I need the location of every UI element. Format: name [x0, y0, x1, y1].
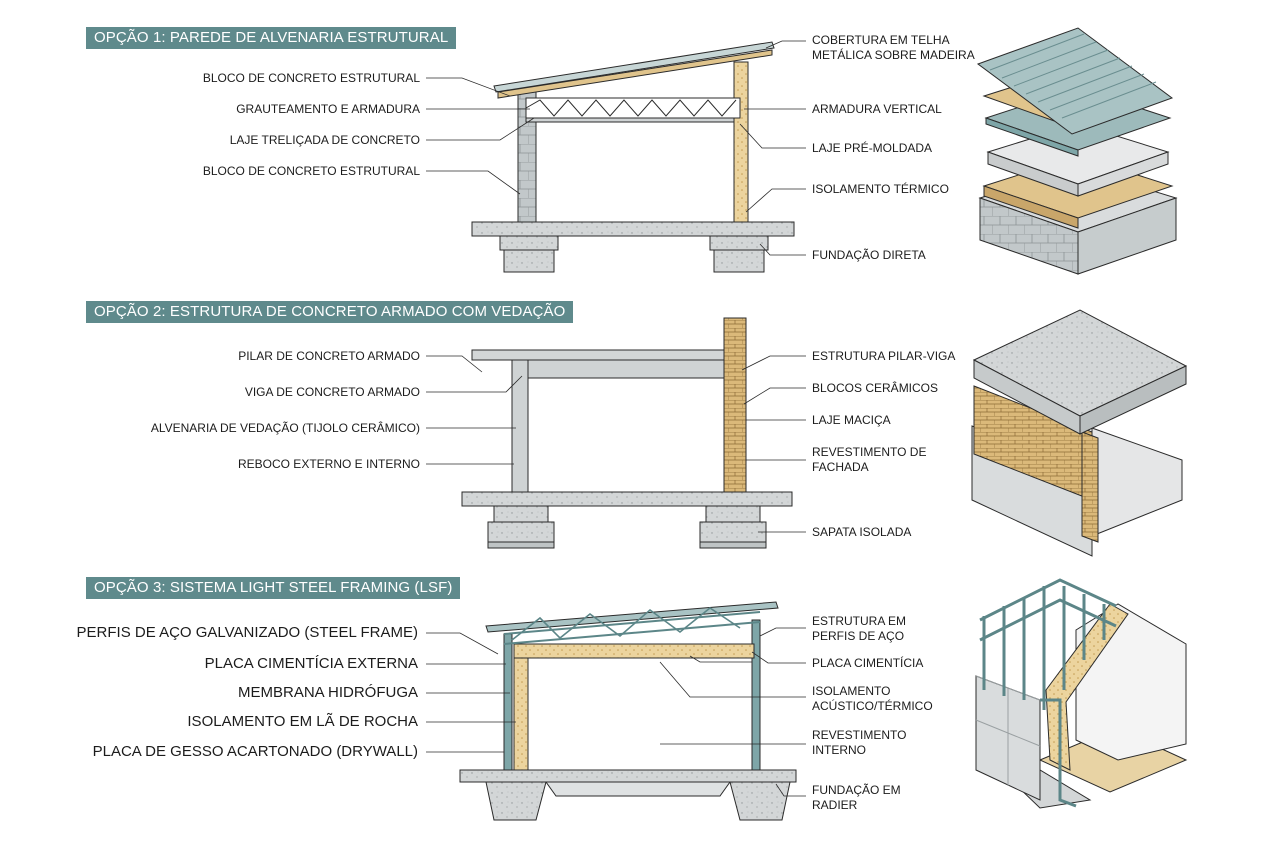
s2-footing-left [487, 521, 555, 543]
s2-right-label-2: BLOCOS CERÂMICOS [812, 381, 939, 395]
s1-roof [493, 41, 775, 93]
s2-beam [527, 359, 725, 379]
s2-left-label-2: VIGA DE CONCRETO ARMADO [244, 385, 420, 399]
s3-right-label-4-line1: REVESTIMENTO [812, 728, 907, 742]
s3-insulation-wall [513, 645, 529, 771]
s3-left-label-5: PLACA DE GESSO ACARTONADO (DRYWALL) [92, 743, 418, 760]
s1-isometric-layers [976, 27, 1178, 275]
s3-right-label-5-line1: FUNDAÇÃO EM [812, 783, 901, 797]
s1-right-label-2: ARMADURA VERTICAL [812, 102, 942, 116]
s1-iso-metal-roof [976, 27, 1174, 135]
s3-left-label-4: ISOLAMENTO EM LÃ DE ROCHA [187, 713, 418, 730]
s3-right-label-4: REVESTIMENTO INTERNO [812, 728, 906, 758]
s2-right-label-1: ESTRUTURA PILAR-VIGA [812, 349, 956, 363]
s3-right-label-5: FUNDAÇÃO EM RADIER [812, 783, 901, 813]
s2-left-label-1: PILAR DE CONCRETO ARMADO [238, 349, 420, 363]
s2-section-drawing [461, 317, 793, 549]
s2-footing-right-top [705, 505, 761, 523]
s3-radier-edge-left [485, 781, 547, 821]
s1-ground-slab [471, 221, 795, 237]
s1-left-label-2: GRAUTEAMENTO E ARMADURA [236, 102, 420, 116]
s3-right-label-5-line2: RADIER [812, 798, 858, 812]
s1-section-drawing [471, 41, 795, 273]
s1-right-label-4: ISOLAMENTO TÉRMICO [812, 182, 949, 196]
s1-footing-right-top [709, 235, 769, 251]
s3-right-label-3: ISOLAMENTO ACÚSTICO/TÉRMICO [812, 684, 933, 714]
s2-ground-slab [461, 491, 793, 507]
s3-section-drawing [459, 601, 797, 821]
s3-right-label-2: PLACA CIMENTÍCIA [812, 656, 924, 670]
s3-right-label-1: ESTRUTURA EM PERFIS DE AÇO [812, 614, 906, 644]
s3-steel-stud-right [751, 619, 761, 771]
s2-right-label-4-line1: REVESTIMENTO DE [812, 445, 927, 459]
s3-radier-edge-right [729, 781, 791, 821]
s2-left-label-4: REBOCO EXTERNO E INTERNO [237, 457, 420, 471]
s2-column-left [511, 359, 529, 493]
s2-footing-left-top [493, 505, 549, 523]
s3-steel-truss [511, 607, 741, 641]
s1-right-label-5: FUNDAÇÃO DIRETA [812, 248, 926, 262]
s2-right-label-4-line2: FACHADA [812, 460, 869, 474]
section-2-title: OPÇÃO 2: ESTRUTURA DE CONCRETO ARMADO CO… [86, 301, 574, 323]
s1-truss-web [525, 99, 737, 117]
s2-left-label-3: ALVENARIA DE VEDAÇÃO (TIJOLO CERÂMICO) [150, 421, 420, 435]
s1-right-label-1-line2: METÁLICA SOBRE MADEIRA [812, 48, 975, 62]
s1-truss-slab [525, 97, 741, 119]
s3-right-label-3-line2: ACÚSTICO/TÉRMICO [812, 699, 933, 713]
s1-slab-underside [525, 117, 735, 123]
s1-footing-right [713, 249, 765, 273]
s3-right-label-3-line1: ISOLAMENTO [812, 684, 891, 698]
s1-right-label-1: COBERTURA EM TELHA METÁLICA SOBRE MADEIR… [812, 33, 975, 63]
s2-iso-floor [1091, 427, 1183, 537]
s3-left-label-1: PERFIS DE AÇO GALVANIZADO (STEEL FRAME) [76, 624, 418, 641]
s3-right-label-1-line2: PERFIS DE AÇO [812, 629, 905, 643]
s2-right-label-4: REVESTIMENTO DE FACHADA [812, 445, 926, 475]
s3-radier-slab [459, 769, 797, 783]
s3-iso-studs [982, 586, 1106, 710]
s1-left-label-4: BLOCO DE CONCRETO ESTRUTURAL [202, 164, 420, 178]
s1-roof-timber [497, 49, 773, 99]
s3-steel-stud-left [503, 633, 513, 771]
s1-leader-lines [426, 40, 806, 256]
s1-right-label-1-line1: COBERTURA EM TELHA [812, 33, 950, 47]
s1-right-label-3: LAJE PRÉ-MOLDADA [812, 141, 933, 155]
s2-footing-right [699, 521, 767, 543]
s1-iso-block-right [1077, 197, 1177, 275]
s3-isometric-frame [975, 578, 1188, 809]
s3-right-label-4-line2: INTERNO [812, 743, 866, 757]
s1-footing-left [503, 249, 555, 273]
s3-right-label-1-line1: ESTRUTURA EM [812, 614, 907, 628]
s3-iso-top-track [979, 578, 1117, 642]
s3-insulation-ceiling [513, 643, 755, 659]
s1-left-label-1: BLOCO DE CONCRETO ESTRUTURAL [202, 71, 420, 85]
s2-leader-lines [426, 355, 806, 533]
s1-left-label-3: LAJE TRELIÇADA DE CONCRETO [229, 133, 420, 147]
s2-brick-wall [723, 317, 747, 493]
s3-left-label-2: PLACA CIMENTÍCIA EXTERNA [204, 655, 418, 672]
section-1-title: OPÇÃO 1: PAREDE DE ALVENARIA ESTRUTURAL [86, 27, 457, 49]
s1-wall-right [733, 61, 749, 223]
s3-roof [485, 601, 779, 633]
s3-leader-lines [426, 627, 806, 797]
s2-slab [471, 349, 745, 361]
s2-right-label-3: LAJE MACIÇA [812, 413, 891, 427]
s2-right-label-5: SAPATA ISOLADA [812, 525, 912, 539]
s3-left-label-3: MEMBRANA HIDRÓFUGA [237, 684, 418, 701]
s1-footing-left-top [499, 235, 559, 251]
section-3-title: OPÇÃO 3: SISTEMA LIGHT STEEL FRAMING (LS… [86, 577, 461, 599]
s2-isometric-slab-wall [971, 309, 1188, 557]
